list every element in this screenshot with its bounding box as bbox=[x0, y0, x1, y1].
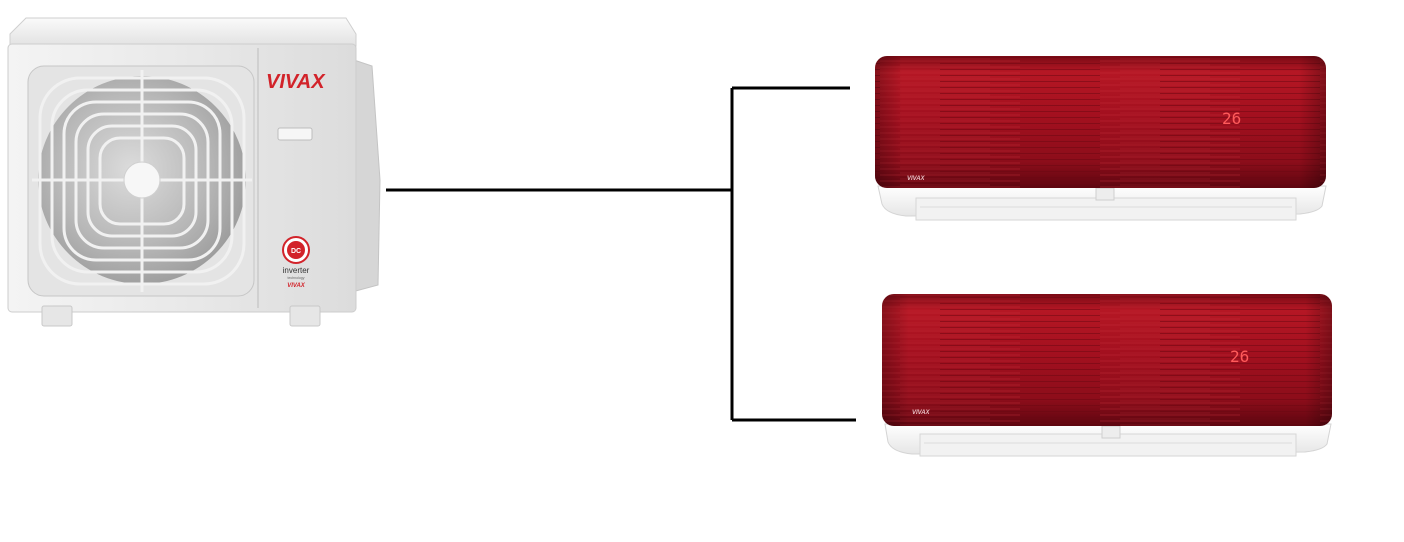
inverter-badge: DC inverter technology VIVAX bbox=[282, 236, 310, 289]
svg-text:DC: DC bbox=[291, 248, 301, 255]
outdoor-handle bbox=[277, 127, 313, 141]
air-louver bbox=[915, 197, 1297, 221]
fan-hub bbox=[123, 161, 161, 199]
outdoor-brand-logo: VIVAX bbox=[266, 71, 326, 93]
indoor-unit-top: 26 VIVAX bbox=[875, 56, 1327, 221]
outdoor-unit: VIVAX DC inverter technology VIVAX bbox=[7, 17, 381, 327]
svg-text:VIVAX: VIVAX bbox=[287, 283, 306, 289]
outdoor-top-lid bbox=[9, 17, 357, 47]
refrigerant-piping bbox=[386, 86, 856, 422]
outdoor-foot-right bbox=[289, 305, 321, 327]
outdoor-foot-left bbox=[41, 305, 73, 327]
indoor-display: 26 bbox=[1230, 347, 1249, 366]
indoor-brand-logo: VIVAX bbox=[907, 176, 926, 182]
fan-grille bbox=[32, 70, 252, 292]
svg-text:technology: technology bbox=[288, 276, 305, 280]
indoor-display: 26 bbox=[1222, 109, 1241, 128]
indoor-brand-logo: VIVAX bbox=[912, 410, 931, 416]
svg-text:inverter: inverter bbox=[283, 266, 310, 275]
indoor-unit-bottom: 26 VIVAX bbox=[882, 294, 1332, 457]
